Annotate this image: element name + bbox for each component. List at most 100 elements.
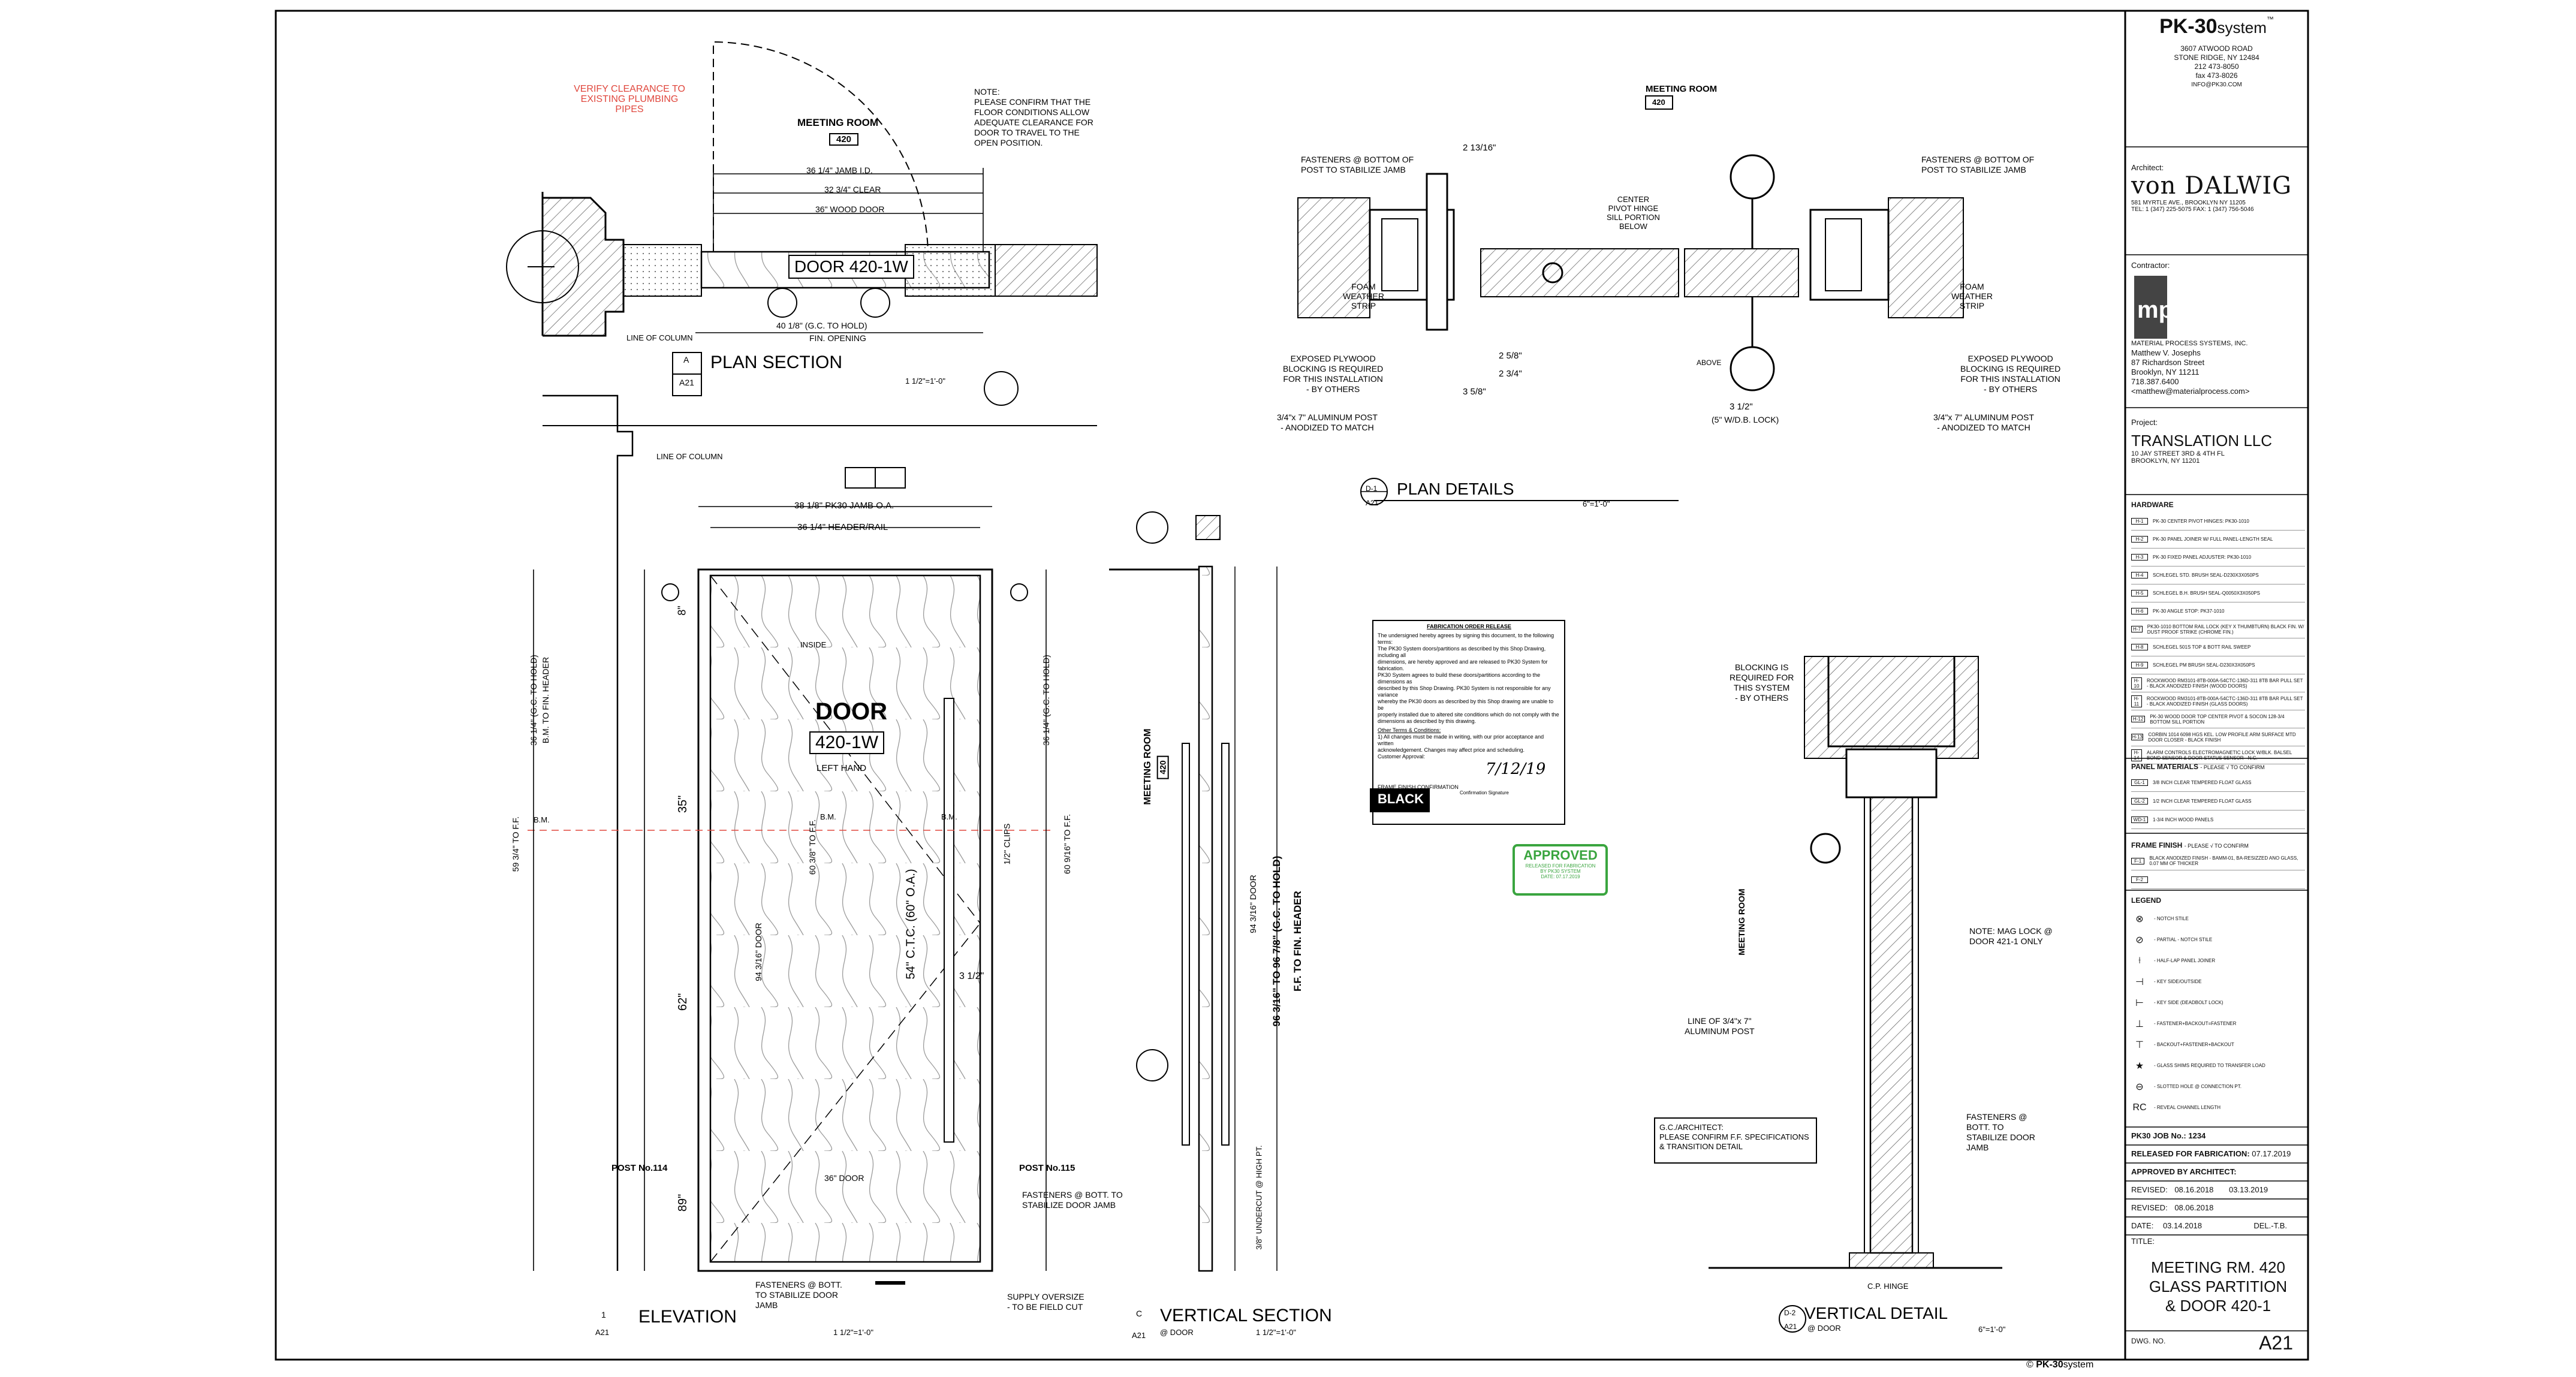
note-line: NOTE: MAG LOCK @	[1969, 926, 2053, 936]
title-line: & DOOR 420-1	[2165, 1297, 2271, 1315]
hardware-tag: H-6	[2131, 608, 2148, 614]
legend-symbol-icon: ★	[2135, 1060, 2144, 1071]
address-line: fax 473-8026	[2195, 71, 2238, 80]
architect-block: Architect: von DALWIG 581 MYRTLE AVE., B…	[2131, 163, 2305, 213]
vd-sheet: A21	[1784, 1322, 1797, 1331]
revised-row-1: REVISED: 08.16.2018 03.13.2019	[2131, 1185, 2305, 1194]
project-line: 10 JAY STREET 3RD & 4TH FL	[2131, 450, 2225, 457]
address-line: 212 473-8050	[2194, 62, 2239, 71]
elevation-number: 1	[601, 1310, 606, 1319]
dim-text: 36 1/4" (G.C. TO HOLD)	[1041, 655, 1051, 746]
contractor-info: MATERIAL PROCESS SYSTEMS, INC. Matthew V…	[2131, 339, 2305, 396]
confirmation-signature: Confirmation Signature	[1460, 790, 1509, 796]
note-line: 3/4"x 7" ALUMINUM POST	[1277, 412, 1378, 422]
del-label: DEL.-T.B.	[2253, 1221, 2287, 1230]
post-114: POST No.114	[611, 1163, 668, 1173]
released-row: RELEASED FOR FABRICATION: 07.17.2019	[2131, 1149, 2305, 1158]
revised-label: REVISED:	[2131, 1203, 2168, 1212]
note-line: FASTENERS @ BOTTOM OF	[1301, 155, 1414, 164]
wdb-lock: (5" W/D.B. LOCK)	[1712, 415, 1779, 424]
line-alum-note: LINE OF 3/4"x 7" ALUMINUM POST	[1685, 1016, 1755, 1036]
hardware-text: PK-30 PANEL JOINER W/ FULL PANEL-LENGTH …	[2153, 537, 2273, 542]
legend-symbol-icon: ⊘	[2135, 935, 2144, 945]
hardware-text: SCHLEGEL 501S TOP & BOTT RAIL SWEEP	[2153, 644, 2251, 650]
fasteners-stab-note: FASTENERS @ BOTT. TO STABILIZE DOOR JAMB	[1022, 1190, 1123, 1210]
legend-text: - HALF-LAP PANEL JOINER	[2154, 958, 2216, 963]
vs-meeting-room: MEETING ROOM	[1143, 707, 1153, 827]
note-line: TO STABILIZE DOOR	[755, 1290, 838, 1300]
revised-row-2: REVISED: 08.06.2018	[2131, 1203, 2305, 1212]
project-label: Project:	[2131, 418, 2158, 427]
legend-text: - BACKOUT+FASTENER+BACKOUT	[2154, 1042, 2234, 1047]
note-line: JAMB	[1966, 1143, 1989, 1152]
note-line: PIVOT HINGE	[1608, 204, 1659, 213]
legend-row: ⊢- KEY SIDE (DEADBOLT LOCK)	[2131, 992, 2305, 1013]
dim-text: 54" C.T.C. (60" O.A.)	[904, 869, 918, 980]
blocking-note: BLOCKING IS REQUIRED FOR THIS SYSTEM - B…	[1730, 662, 1794, 703]
plan-details-view	[1297, 95, 1964, 505]
dim-header-rail: 36 1/4" HEADER/RAIL	[797, 522, 888, 532]
signature-date: 7/12/19	[1486, 760, 1546, 778]
note-line: FASTENERS @ BOTT. TO	[1022, 1190, 1123, 1200]
legend-row: ★- GLASS SHIMS REQUIRED TO TRANSFER LOAD	[2131, 1055, 2305, 1076]
dim-text: 36 1/4" (G.C. TO HOLD)	[529, 655, 538, 746]
dim-text: F.F. TO FIN. HEADER	[1292, 891, 1303, 992]
finish-value: BLACK	[1378, 791, 1424, 806]
note-line: STRIP	[1351, 301, 1376, 311]
release-line: described by this Shop Drawing. PK30 Sys…	[1378, 685, 1551, 698]
contractor-line: MATERIAL PROCESS SYSTEMS, INC.	[2131, 340, 2248, 347]
room-name: MEETING ROOM	[1143, 728, 1153, 805]
dim-bm-header: B.M. TO FIN. HEADER	[541, 610, 550, 790]
note-line: OPEN POSITION.	[974, 138, 1043, 147]
alum-post-left: 3/4"x 7" ALUMINUM POST - ANODIZED TO MAT…	[1277, 412, 1378, 433]
dim-gc-hold: 40 1/8" (G.C. TO HOLD)	[776, 321, 867, 330]
finish-confirmation: FRAME FINISH CONFIRMATION	[1378, 784, 1459, 790]
dim-36: 36 1/4" (G.C. TO HOLD)	[529, 610, 538, 790]
dim-ctc: 54" C.T.C. (60" O.A.)	[905, 852, 918, 996]
hardware-text: ROCKWOOD RM3101-8TB-000A-54CTC-136D-311 …	[2146, 677, 2303, 689]
release-content: FABRICATION ORDER RELEASE The undersigne…	[1378, 623, 1560, 791]
fasteners-jamb-left: FASTENERS @ BOTTOM OF POST TO STABILIZE …	[1301, 155, 1414, 175]
hardware-tag: H-4	[2131, 572, 2148, 578]
legend-symbol-icon: RC	[2132, 1102, 2147, 1113]
hardware-text: PK-30 ANGLE STOP: PK37-1010	[2153, 608, 2225, 614]
vs-sub: @ DOOR	[1160, 1328, 1194, 1337]
date-value: 03.14.2018	[2162, 1221, 2203, 1230]
dim-text: B.M. TO FIN. HEADER	[541, 656, 550, 744]
hardware-tag: H-5	[2131, 590, 2148, 596]
hardware-text: ALARM CONTROLS ELECTROMAGNETIC LOCK W/BL…	[2147, 749, 2292, 761]
brand-row: PK-30system™	[2128, 15, 2305, 38]
above-label: ABOVE	[1697, 358, 1722, 367]
dim-8: 8"	[676, 605, 688, 616]
note-line: - BY OTHERS	[1306, 384, 1360, 394]
note-line: EXPOSED PLYWOOD	[1968, 354, 2053, 363]
note-line: NOTE:	[974, 87, 1000, 97]
note-line: REQUIRED FOR	[1730, 673, 1794, 682]
copyright: © PK-30system	[2026, 1360, 2093, 1370]
approved-row: APPROVED BY ARCHITECT:	[2131, 1167, 2305, 1176]
plan-door-label: DOOR 420-1W	[788, 255, 914, 279]
dim-3-58: 3 5/8"	[1463, 387, 1486, 397]
verify-plumbing-note: VERIFY CLEARANCE TO EXISTING PLUMBING PI…	[564, 84, 695, 115]
vd-sub: @ DOOR	[1807, 1324, 1841, 1333]
project-block: Project: TRANSLATION LLC 10 JAY STREET 3…	[2131, 418, 2305, 465]
note-line: JAMB	[755, 1300, 778, 1310]
legend-block: LEGEND ⊗- NOTCH STILE⊘- PARTIAL - NOTCH …	[2131, 896, 2305, 1118]
floor-note: NOTE: PLEASE CONFIRM THAT THE FLOOR COND…	[974, 87, 1093, 148]
dim-2-13: 2 13/16"	[1463, 143, 1496, 153]
hardware-tag: H-11	[2131, 695, 2142, 707]
room-name: MEETING ROOM	[797, 117, 879, 128]
note-line: - TO BE FIELD CUT	[1007, 1302, 1083, 1312]
elevation-view	[528, 394, 1055, 1285]
dim-35: 35"	[676, 795, 690, 813]
note-line: CENTER	[1617, 195, 1650, 204]
hardware-text: PK-30 FIXED PANEL ADJUSTER: PK30-1010	[2153, 555, 2252, 560]
customer-approval: Customer Approval:	[1378, 754, 1426, 760]
